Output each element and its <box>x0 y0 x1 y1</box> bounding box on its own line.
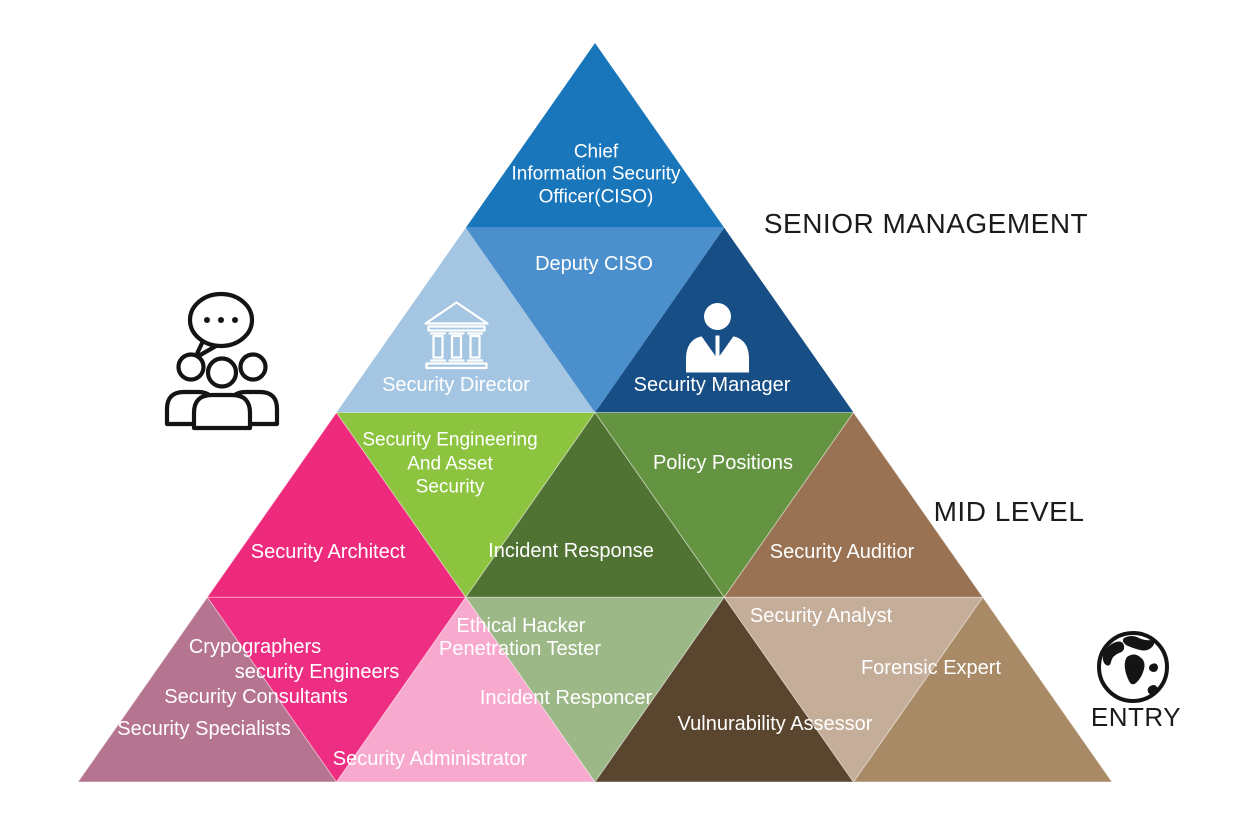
triangle-deputy-ciso <box>465 227 725 413</box>
label-security-engineers: security Engineers <box>234 661 400 683</box>
triangle-policy-positions <box>594 412 855 599</box>
label-security-auditior: Security Auditior <box>769 541 915 563</box>
label-security-specialists: Security Specialists <box>117 718 291 740</box>
globe-icon <box>1097 631 1169 703</box>
label-security-consultants: Security Consultants <box>164 686 348 708</box>
entry-level-label: ENTRY <box>1090 702 1182 732</box>
businessman-icon <box>686 303 749 373</box>
label-deputy-ciso: Deputy CISO <box>535 253 653 275</box>
label-ciso-line3: Officer(CISO) <box>538 186 654 208</box>
label-ciso-line1: Chief <box>573 141 619 163</box>
label-forensic-expert: Forensic Expert <box>860 657 1002 679</box>
label-sec-eng-line2: And Asset <box>407 453 493 475</box>
triangle-ciso <box>465 43 725 228</box>
label-policy-positions: Policy Positions <box>652 452 794 474</box>
label-security-architect: Security Architect <box>250 541 406 563</box>
collar-right <box>719 335 734 356</box>
label-sec-eng-line3: Security <box>415 476 485 498</box>
label-security-manager: Security Manager <box>633 374 791 396</box>
mid-level-label: MID LEVEL <box>933 496 1085 527</box>
label-incident-responcer: Incident Responcer <box>479 687 653 709</box>
collar-left <box>701 335 716 356</box>
label-sec-eng-line1: Security Engineering <box>362 429 538 451</box>
label-penetration-tester: Penetration Tester <box>439 638 601 660</box>
people-discussion-icon <box>164 291 280 431</box>
triangle-entry-specialists <box>77 596 338 783</box>
label-security-analyst: Security Analyst <box>749 605 893 627</box>
label-ciso-line2: Information Security <box>511 163 681 185</box>
label-vulnurability-assessor: Vulnurability Assessor <box>677 713 873 735</box>
label-crypographers: Crypographers <box>188 636 322 658</box>
triangle-entry-right <box>852 596 1113 783</box>
triangle-entry-green-group <box>464 596 726 783</box>
speech-dots <box>204 317 238 323</box>
senior-management-label: SENIOR MANAGEMENT <box>763 208 1089 239</box>
triangle-security-director <box>336 227 595 413</box>
triangle-vulnurability-assessor <box>594 596 855 783</box>
label-incident-response: Incident Response <box>488 540 654 562</box>
label-security-director: Security Director <box>382 374 530 396</box>
label-security-administrator: Security Administrator <box>332 748 528 770</box>
label-ethical-hacker: Ethical Hacker <box>456 615 586 637</box>
bank-icon <box>424 301 489 370</box>
